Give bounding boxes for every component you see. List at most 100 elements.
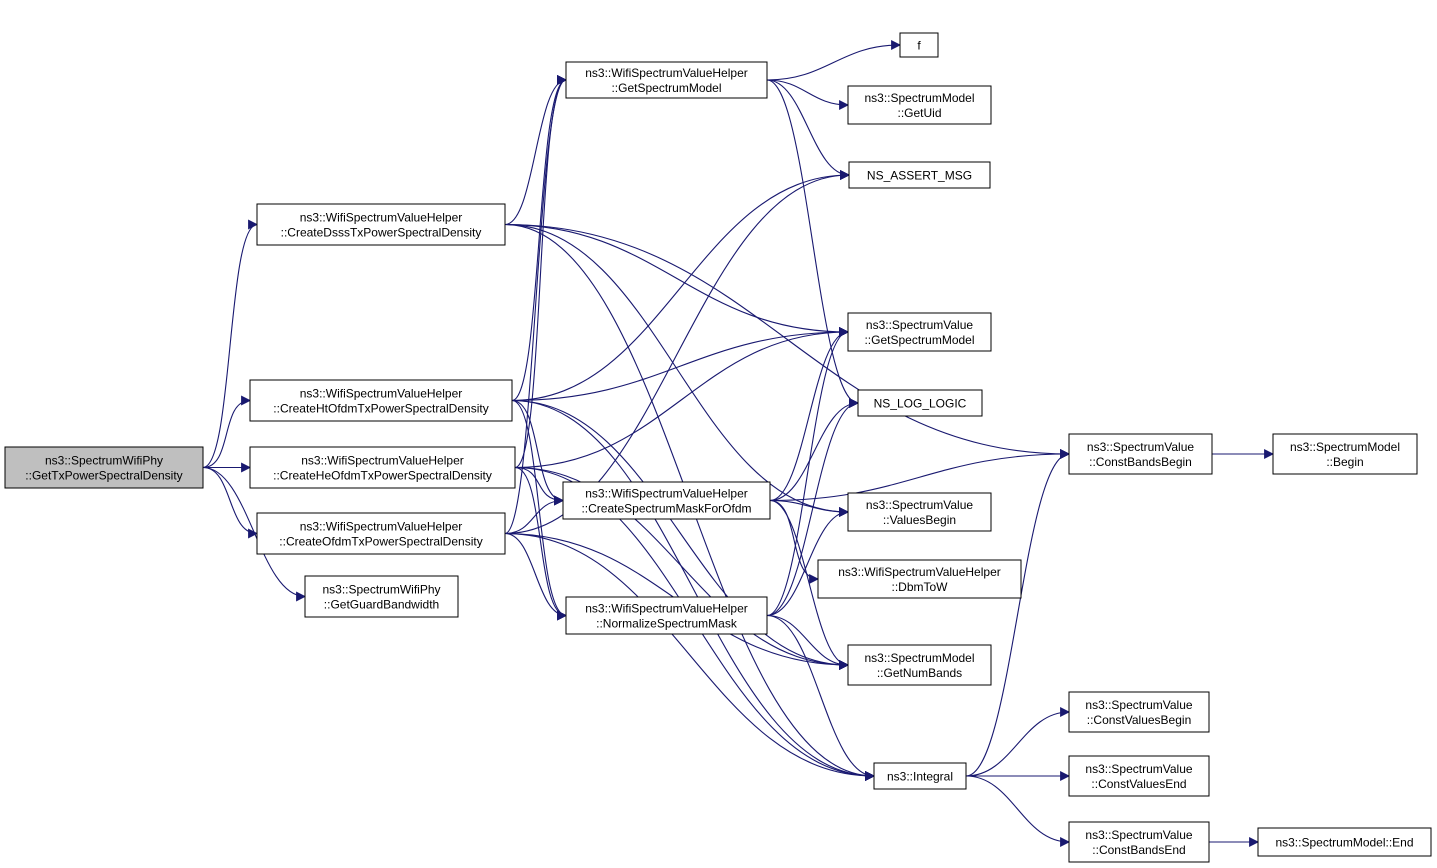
edge-integral-to-cvbegin <box>965 707 1070 777</box>
edge-mask-to-valbegin <box>769 499 849 517</box>
edge-integral-to-cbbegin <box>965 449 1070 777</box>
node-box <box>1068 755 1210 797</box>
node-label-line: ns3::SpectrumWifiPhy <box>322 583 440 597</box>
edge-norm-to-log <box>766 398 859 617</box>
node-box <box>899 32 939 58</box>
node-label-line: ::ValuesBegin <box>883 513 956 527</box>
edge-ht-to-norm <box>511 399 567 621</box>
node-cbbegin[interactable]: ns3::SpectrumValue::ConstBandsBegin <box>1068 433 1213 475</box>
edge-he-to-svgetsm <box>514 327 849 469</box>
node-box <box>1068 821 1210 863</box>
node-ofdm[interactable]: ns3::WifiSpectrumValueHelper::CreateOfdm… <box>256 512 506 555</box>
node-label-line: ::GetSpectrumModel <box>864 333 974 347</box>
node-label-line: ns3::WifiSpectrumValueHelper <box>301 454 464 468</box>
edge-dsss-to-getsm <box>504 75 567 226</box>
edge-dsss-to-cbbegin <box>504 223 1070 459</box>
node-cvbegin[interactable]: ns3::SpectrumValue::ConstValuesBegin <box>1068 691 1210 733</box>
edge-norm-to-integral <box>766 614 875 781</box>
node-guard[interactable]: ns3::SpectrumWifiPhy::GetGuardBandwidth <box>304 575 459 618</box>
node-f[interactable]: f <box>899 32 939 58</box>
node-box <box>562 481 771 520</box>
node-label-line: ::NormalizeSpectrumMask <box>596 617 738 631</box>
node-dbm[interactable]: ns3::WifiSpectrumValueHelper::DbmToW <box>817 559 1022 599</box>
node-label-line: ns3::WifiSpectrumValueHelper <box>585 602 748 616</box>
edge-he-to-norm <box>514 466 567 621</box>
node-box <box>4 446 204 489</box>
node-getsm[interactable]: ns3::WifiSpectrumValueHelper::GetSpectru… <box>565 61 768 99</box>
node-valbegin[interactable]: ns3::SpectrumValue::ValuesBegin <box>847 492 992 532</box>
node-he[interactable]: ns3::WifiSpectrumValueHelper::CreateHeOf… <box>249 446 516 489</box>
edge-integral-to-cbend <box>965 775 1070 847</box>
node-root[interactable]: ns3::SpectrumWifiPhy::GetTxPowerSpectral… <box>4 446 204 489</box>
edge-dsss-to-valbegin <box>504 223 849 517</box>
node-assert[interactable]: NS_ASSERT_MSG <box>848 161 991 189</box>
node-label-line: ns3::SpectrumValue <box>1087 440 1194 454</box>
edge-mask-to-numbands <box>769 499 849 670</box>
node-box <box>1257 827 1432 857</box>
node-label-line: ::CreateHtOfdmTxPowerSpectralDensity <box>273 402 488 416</box>
node-label-line: ::CreateHeOfdmTxPowerSpectralDensity <box>273 469 492 483</box>
node-label-line: ::ConstValuesEnd <box>1091 777 1186 791</box>
edge-mask-to-log <box>769 398 859 502</box>
node-label-line: NS_LOG_LOGIC <box>874 397 967 411</box>
edge-ht-to-assert <box>511 170 850 402</box>
nodes-layer: ns3::SpectrumWifiPhy::GetTxPowerSpectral… <box>4 32 1432 863</box>
edge-ofdm-to-norm <box>504 532 567 621</box>
node-box <box>1068 691 1210 733</box>
node-integral[interactable]: ns3::Integral <box>873 762 967 790</box>
edge-mask-to-dbm <box>769 499 819 584</box>
node-label-line: ns3::SpectrumModel <box>1290 440 1400 454</box>
edge-ht-to-svgetsm <box>511 327 849 402</box>
edge-norm-to-numbands <box>766 614 849 670</box>
edge-root-to-guard <box>202 466 306 602</box>
node-label-line: ns3::WifiSpectrumValueHelper <box>585 487 748 501</box>
node-label-line: ns3::SpectrumWifiPhy <box>45 454 163 468</box>
node-box <box>256 512 506 555</box>
edge-getsm-to-f <box>766 40 901 81</box>
node-box <box>1068 433 1213 475</box>
node-smbegin[interactable]: ns3::SpectrumModel::Begin <box>1272 433 1418 475</box>
node-numbands[interactable]: ns3::SpectrumModel::GetNumBands <box>847 644 992 686</box>
node-label-line: ns3::WifiSpectrumValueHelper <box>838 565 1001 579</box>
edge-getsm-to-log <box>766 79 859 408</box>
node-log[interactable]: NS_LOG_LOGIC <box>857 389 983 417</box>
node-box <box>249 379 513 422</box>
edge-ofdm-to-mask <box>504 495 564 535</box>
node-label-line: ns3::SpectrumValue <box>1085 828 1192 842</box>
node-label-line: ::Begin <box>1326 455 1363 469</box>
node-box <box>817 559 1022 599</box>
node-mask[interactable]: ns3::WifiSpectrumValueHelper::CreateSpec… <box>562 481 771 520</box>
node-box <box>565 596 768 635</box>
node-label-line: ns3::SpectrumValue <box>866 498 973 512</box>
node-getuid[interactable]: ns3::SpectrumModel::GetUid <box>847 85 992 125</box>
node-box <box>249 446 516 489</box>
edge-he-to-numbands <box>514 466 849 670</box>
node-ht[interactable]: ns3::WifiSpectrumValueHelper::CreateHtOf… <box>249 379 513 422</box>
node-label-line: ns3::SpectrumValue <box>1085 762 1192 776</box>
node-label-line: ::CreateOfdmTxPowerSpectralDensity <box>279 535 482 549</box>
node-dsss[interactable]: ns3::WifiSpectrumValueHelper::CreateDsss… <box>256 203 506 246</box>
node-svgetsm[interactable]: ns3::SpectrumValue::GetSpectrumModel <box>847 312 992 352</box>
node-cvend[interactable]: ns3::SpectrumValue::ConstValuesEnd <box>1068 755 1210 797</box>
edge-mask-to-cbbegin <box>769 449 1070 502</box>
node-cbend[interactable]: ns3::SpectrumValue::ConstBandsEnd <box>1068 821 1210 863</box>
node-box <box>847 312 992 352</box>
node-box <box>256 203 506 246</box>
node-smend[interactable]: ns3::SpectrumModel::End <box>1257 827 1432 857</box>
node-label-line: ::GetTxPowerSpectralDensity <box>25 469 182 483</box>
node-label-line: ::GetNumBands <box>877 666 962 680</box>
edge-root-to-ofdm <box>202 466 258 539</box>
edge-norm-to-svgetsm <box>766 327 849 617</box>
edge-getsm-to-assert <box>766 79 850 180</box>
node-label-line: ::GetSpectrumModel <box>611 81 721 95</box>
node-label-line: ::ConstValuesBegin <box>1087 713 1192 727</box>
edge-ofdm-to-getsm <box>504 75 567 535</box>
edge-dsss-to-svgetsm <box>504 223 849 337</box>
edges-layer <box>202 40 1274 847</box>
edge-mask-to-svgetsm <box>769 327 849 502</box>
node-label-line: ns3::SpectrumValue <box>866 318 973 332</box>
node-label-line: NS_ASSERT_MSG <box>867 169 972 183</box>
node-norm[interactable]: ns3::WifiSpectrumValueHelper::NormalizeS… <box>565 596 768 635</box>
node-label-line: ns3::WifiSpectrumValueHelper <box>585 66 748 80</box>
